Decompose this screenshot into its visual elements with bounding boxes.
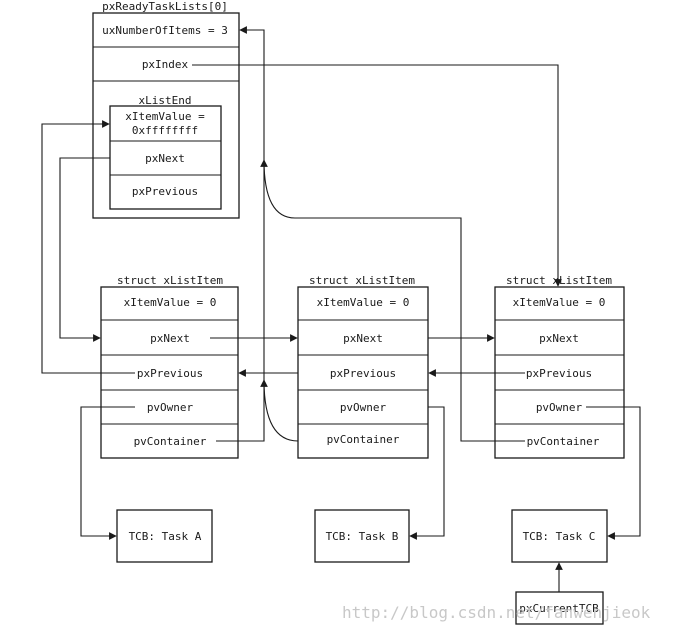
list-item-c-value: xItemValue = 0: [513, 296, 606, 309]
list-item-b-title: struct xListItem: [309, 274, 415, 287]
number-of-items-field: uxNumberOfItems = 3: [102, 24, 228, 37]
index-field: pxIndex: [142, 58, 189, 71]
list-end-title: xListEnd: [139, 94, 192, 107]
list-item-b-next: pxNext: [343, 332, 383, 345]
watermark-text: http://blog.csdn.net/fanwenjieok: [342, 603, 651, 622]
list-item-a-container: pvContainer: [134, 435, 207, 448]
list-item-b: struct xListItem xItemValue = 0 pxNext p…: [297, 274, 429, 459]
list-end-previous-field: pxPrevious: [132, 185, 198, 198]
item-b-container-arrow: [260, 379, 299, 442]
tcb-task-a-box: [116, 509, 213, 563]
list-item-c-title: struct xListItem: [506, 274, 612, 287]
list-item-b-box: [297, 286, 429, 459]
item-a-owner-arrow: [80, 406, 135, 540]
list-item-a-title: struct xListItem: [117, 274, 223, 287]
list-item-a-next: pxNext: [150, 332, 190, 345]
list-end-item-value-line1: xItemValue =: [125, 110, 205, 123]
list-item-c: struct xListItem xItemValue = 0 pxNext p…: [494, 274, 625, 459]
list-end-item-value-line2: 0xffffffff: [132, 124, 198, 137]
list-item-c-next: pxNext: [539, 332, 579, 345]
list-item-a: struct xListItem xItemValue = 0 pxNext p…: [100, 274, 239, 459]
list-end-box: [109, 105, 222, 210]
list-item-c-owner: pvOwner: [536, 401, 583, 414]
list-item-b-value: xItemValue = 0: [317, 296, 410, 309]
list-end-next-field: pxNext: [145, 152, 185, 165]
current-tcb-box: [515, 591, 604, 625]
list-item-c-container: pvContainer: [527, 435, 600, 448]
list-item-a-value: xItemValue = 0: [124, 296, 217, 309]
tcb-task-c-box: [511, 509, 608, 563]
tcb-task-a-label: TCB: Task A: [129, 530, 202, 543]
current-tcb-label: pxCurrentTCB: [519, 602, 599, 615]
item-b-owner-arrow: [409, 406, 445, 540]
list-item-a-previous: pxPrevious: [137, 367, 203, 380]
list-item-b-owner: pvOwner: [340, 401, 387, 414]
tcb-task-b-label: TCB: Task B: [326, 530, 399, 543]
index-to-item-c-arrow: [192, 64, 562, 287]
list-item-c-previous: pxPrevious: [526, 367, 592, 380]
item-c-owner-arrow: [586, 406, 641, 540]
list-item-b-container: pvContainer: [327, 433, 400, 446]
list-end-next-arrow: [59, 157, 110, 342]
tcb-task-c-label: TCB: Task C: [523, 530, 596, 543]
list-item-a-owner: pvOwner: [147, 401, 194, 414]
item-c-container-arrow: [260, 159, 525, 442]
ready-task-list: pxReadyTaskLists[0] uxNumberOfItems = 3 …: [92, 0, 240, 219]
ready-list-title: pxReadyTaskLists[0]: [102, 0, 228, 13]
tcb-task-b-box: [314, 509, 410, 563]
item-a-container-arrow: [216, 26, 265, 442]
item-a-previous-arrow: [41, 120, 135, 374]
list-item-b-previous: pxPrevious: [330, 367, 396, 380]
